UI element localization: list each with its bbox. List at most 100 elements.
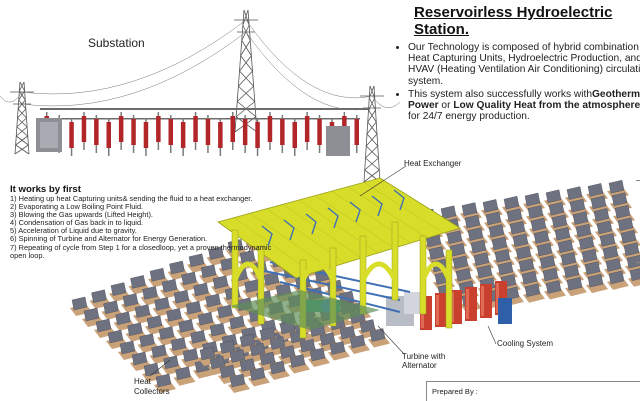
collector-panel — [200, 264, 217, 279]
collector-panel — [359, 319, 376, 333]
leader-line — [359, 165, 407, 197]
collector-panel — [596, 220, 613, 235]
power-line — [245, 31, 373, 111]
cooling-tank-highlight — [496, 283, 499, 313]
bullet-2-text-c: , for 24/7 energy production. — [408, 111, 530, 123]
insulator — [156, 116, 161, 142]
step-7: 7) Repeating of cycle from Step 1 for a … — [10, 242, 272, 260]
collector-panel — [249, 342, 266, 357]
collector-panel — [151, 344, 167, 359]
collector-panel — [620, 229, 637, 244]
collector-panel — [446, 230, 463, 245]
collector-panel — [169, 260, 185, 275]
collector-panel — [107, 329, 124, 344]
collector-panel — [170, 337, 187, 351]
description-bullets: Our Technology is composed of hybrid com… — [392, 42, 640, 124]
collector-panel — [467, 227, 484, 241]
collector-panel — [491, 236, 508, 251]
solar-collector — [348, 334, 370, 354]
power-line — [21, 31, 247, 107]
collector-panel — [269, 360, 286, 375]
solar-collector — [308, 347, 330, 367]
leader-lines — [149, 165, 497, 377]
collector-panel — [584, 261, 601, 275]
collector-panel — [91, 289, 107, 304]
collector-panel — [119, 340, 136, 355]
insulator — [354, 119, 359, 145]
tower-brace — [239, 55, 253, 72]
collector-panel — [143, 362, 160, 377]
tower-brace — [17, 108, 27, 119]
collector-panel — [193, 282, 209, 297]
substation-equipment — [36, 108, 370, 156]
tower-brace — [366, 121, 378, 135]
solar-collector — [328, 341, 350, 361]
collector-panel — [608, 179, 625, 194]
collector-panel — [182, 348, 199, 362]
tower-brace — [364, 157, 380, 171]
heat-exchanger-label: Heat Exchanger — [404, 159, 462, 168]
collector-panel — [209, 322, 226, 337]
collector-panel — [545, 189, 562, 204]
transmission-tower — [10, 81, 34, 155]
collector-panel — [611, 192, 628, 206]
collector-panel — [599, 233, 616, 247]
collector-panel — [617, 217, 634, 231]
leader-line — [487, 325, 497, 345]
collector-panel — [158, 326, 175, 340]
solar-collector — [565, 277, 587, 297]
collector-panel — [518, 258, 535, 272]
insulator — [143, 122, 149, 148]
collector-panel — [566, 277, 583, 291]
deck-pipe — [349, 201, 361, 223]
deck-pipe — [261, 225, 273, 247]
collector-panel — [130, 275, 146, 289]
tower-arm — [10, 91, 34, 105]
substation-beam — [40, 108, 370, 110]
deck-pipe — [305, 213, 317, 235]
substation-label: Substation — [88, 36, 145, 50]
collector-panel — [521, 270, 538, 285]
transmission-tower — [360, 85, 384, 183]
insulator — [304, 116, 310, 142]
tower-brace — [365, 133, 379, 147]
cooling-tank-highlight — [451, 292, 454, 322]
structure-arch — [300, 261, 336, 282]
structure-leg — [329, 247, 337, 327]
tower-brace — [238, 70, 254, 87]
solar-collector — [154, 373, 176, 393]
edge-mark — [636, 180, 640, 181]
collector-panel — [146, 315, 163, 329]
collector-panel — [217, 304, 233, 319]
collector-panel — [614, 204, 631, 219]
collector-panel — [578, 236, 595, 250]
turbine-label-line-2: Alternator — [402, 361, 437, 370]
collector-panel — [110, 282, 127, 296]
deck-pipe — [283, 219, 295, 241]
collector-panel — [575, 223, 592, 238]
insulator — [280, 119, 285, 145]
solar-collector — [607, 270, 629, 290]
collector-panel — [488, 224, 505, 238]
collector-panel — [593, 208, 610, 222]
collector-panel — [229, 373, 246, 388]
steps-title: It works by first — [10, 184, 81, 195]
collector-panel — [572, 211, 589, 225]
collector-panel — [173, 289, 190, 304]
collector-panel — [249, 367, 266, 381]
collector-panel — [205, 293, 221, 308]
collector-panel — [497, 261, 514, 276]
power-lines — [0, 19, 401, 111]
leader-line — [149, 359, 171, 377]
heat-collectors-label: Heat Collectors — [134, 377, 184, 397]
turbine-label-line-1: Turbine with — [402, 352, 446, 361]
collector-panel — [134, 304, 151, 318]
solar-collector — [238, 358, 260, 378]
insulator — [180, 122, 186, 148]
collector-panel — [259, 327, 276, 341]
structure-arch — [420, 261, 452, 281]
collector-panel — [461, 202, 478, 216]
collector-panel — [212, 275, 229, 290]
solar-collector — [109, 282, 131, 302]
